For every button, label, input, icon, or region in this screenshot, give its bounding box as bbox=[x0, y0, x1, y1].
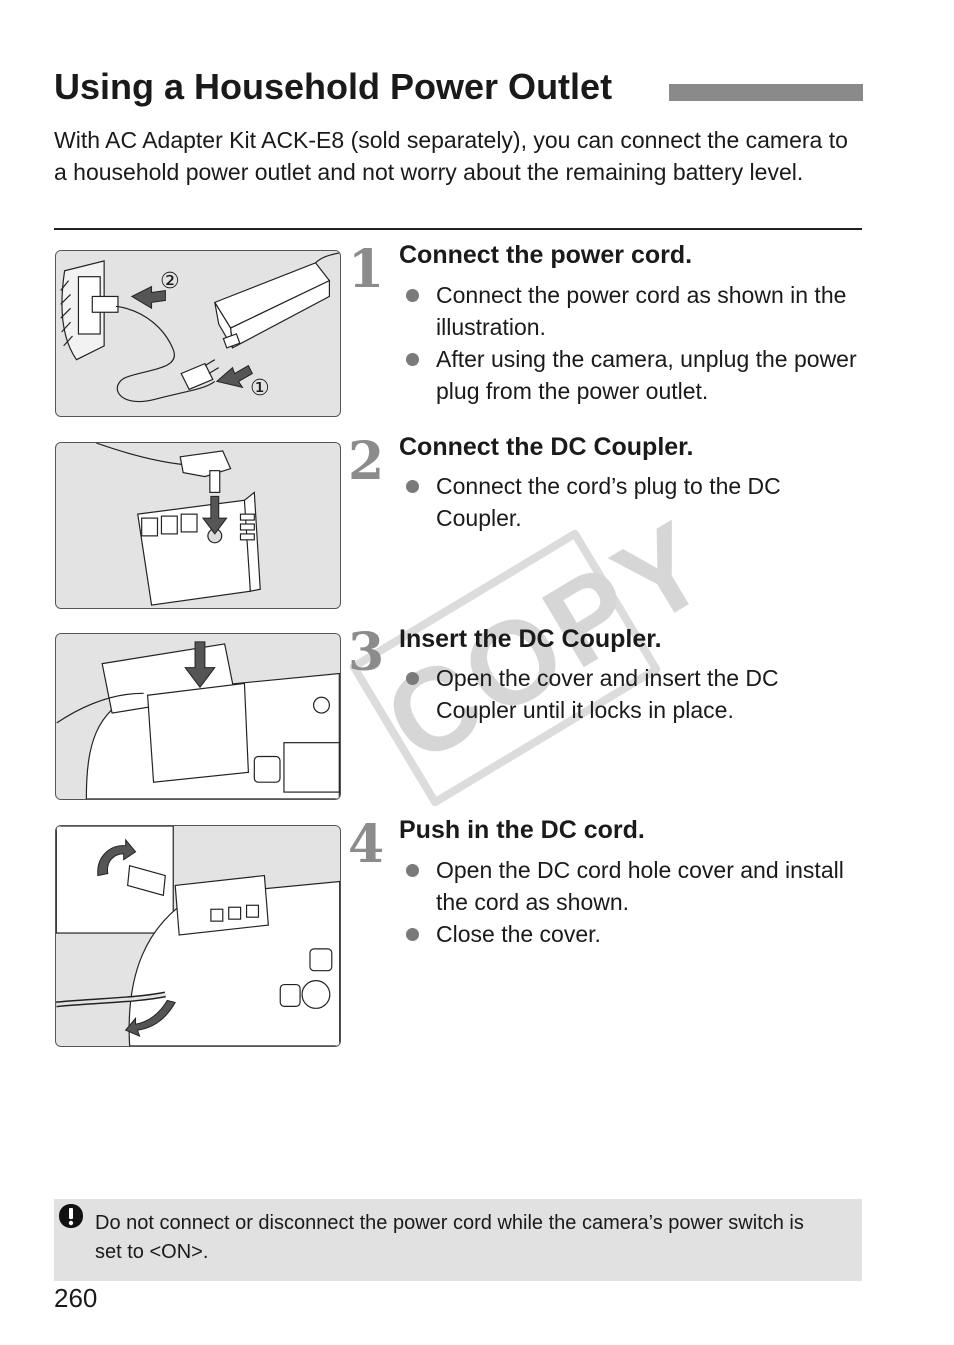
caution-text: Do not connect or disconnect the power c… bbox=[95, 1212, 804, 1263]
step-number: 2 bbox=[348, 431, 385, 492]
dc-coupler-illustration bbox=[55, 442, 341, 609]
callout-2: ② bbox=[160, 268, 180, 293]
step-heading: Connect the DC Coupler. bbox=[399, 433, 694, 461]
insert-coupler-illustration bbox=[55, 633, 341, 800]
dc-cord-illustration bbox=[55, 825, 341, 1047]
step-number: 1 bbox=[348, 239, 385, 300]
title-bar-decoration bbox=[669, 84, 863, 101]
section-divider bbox=[54, 228, 862, 230]
step-bullets: Connect the cord’s plug to the DC Couple… bbox=[404, 470, 864, 534]
step-heading: Push in the DC cord. bbox=[399, 816, 645, 844]
caution-note: Do not connect or disconnect the power c… bbox=[54, 1199, 862, 1281]
bullet-item: Open the DC cord hole cover and install … bbox=[404, 854, 864, 918]
bullet-item: Connect the power cord as shown in the i… bbox=[404, 279, 864, 343]
caution-icon bbox=[59, 1204, 83, 1228]
step-heading: Connect the power cord. bbox=[399, 241, 693, 269]
callout-1: ① bbox=[250, 375, 270, 400]
page-number: 260 bbox=[54, 1283, 98, 1313]
step-bullets: Open the DC cord hole cover and install … bbox=[404, 854, 864, 950]
bullet-item: Connect the cord’s plug to the DC Couple… bbox=[404, 470, 864, 534]
power-cord-illustration bbox=[55, 250, 341, 417]
bullet-item: Close the cover. bbox=[404, 918, 864, 950]
step-number: 4 bbox=[348, 814, 385, 875]
page-title: Using a Household Power Outlet bbox=[54, 66, 613, 107]
step-heading: Insert the DC Coupler. bbox=[399, 625, 662, 653]
step-number: 3 bbox=[348, 622, 385, 683]
bullet-item: After using the camera, unplug the power… bbox=[404, 343, 864, 407]
step-bullets: Connect the power cord as shown in the i… bbox=[404, 279, 864, 407]
bullet-item: Open the cover and insert the DC Coupler… bbox=[404, 662, 864, 726]
step-bullets: Open the cover and insert the DC Coupler… bbox=[404, 662, 864, 726]
intro-paragraph: With AC Adapter Kit ACK-E8 (sold separat… bbox=[54, 127, 848, 185]
